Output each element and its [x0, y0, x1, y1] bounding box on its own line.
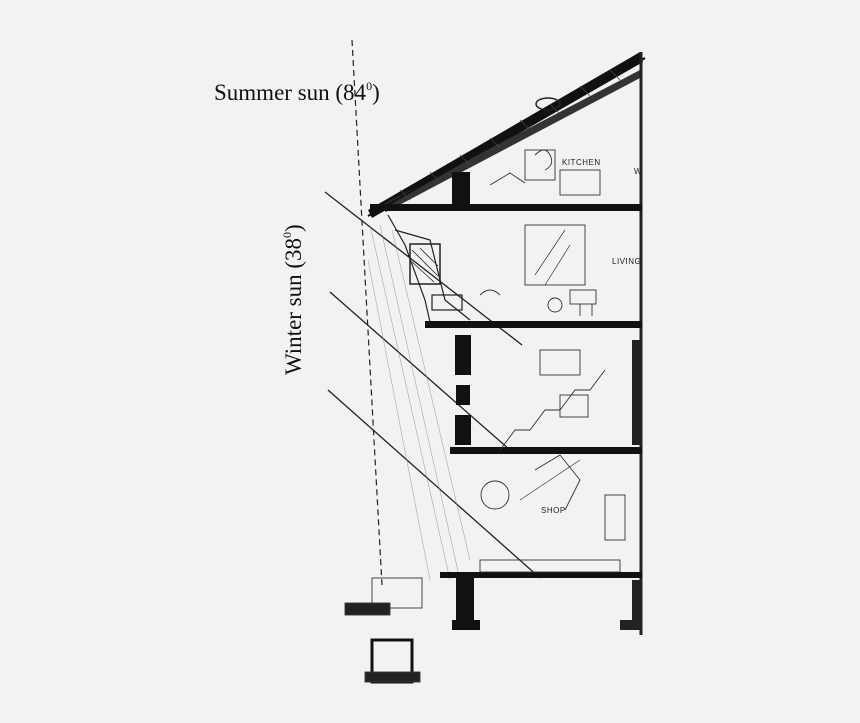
room-label-living: LIVING	[612, 257, 641, 266]
front-column	[452, 172, 480, 630]
skylight-icon	[535, 97, 561, 111]
summer-sun-ray	[351, 39, 383, 586]
rear-wall	[620, 340, 642, 630]
winter-sun-ray	[327, 389, 541, 579]
interior-sketch	[344, 149, 626, 684]
winter-sun-label: Winter sun (380)	[280, 224, 306, 375]
room-label-kitchen: KITCHEN	[562, 158, 601, 167]
room-label-edge: W	[634, 167, 642, 176]
winter-sun-ray	[329, 291, 511, 451]
summer-sun-label: Summer sun (840)	[214, 79, 380, 105]
balcony	[387, 214, 471, 323]
shadow-hatching	[367, 224, 471, 581]
floor-slabs	[370, 204, 642, 578]
winter-sun-rays	[324, 191, 541, 579]
winter-sun-ray	[324, 191, 523, 346]
room-label-shop: SHOP	[541, 506, 566, 515]
roof	[367, 52, 646, 218]
